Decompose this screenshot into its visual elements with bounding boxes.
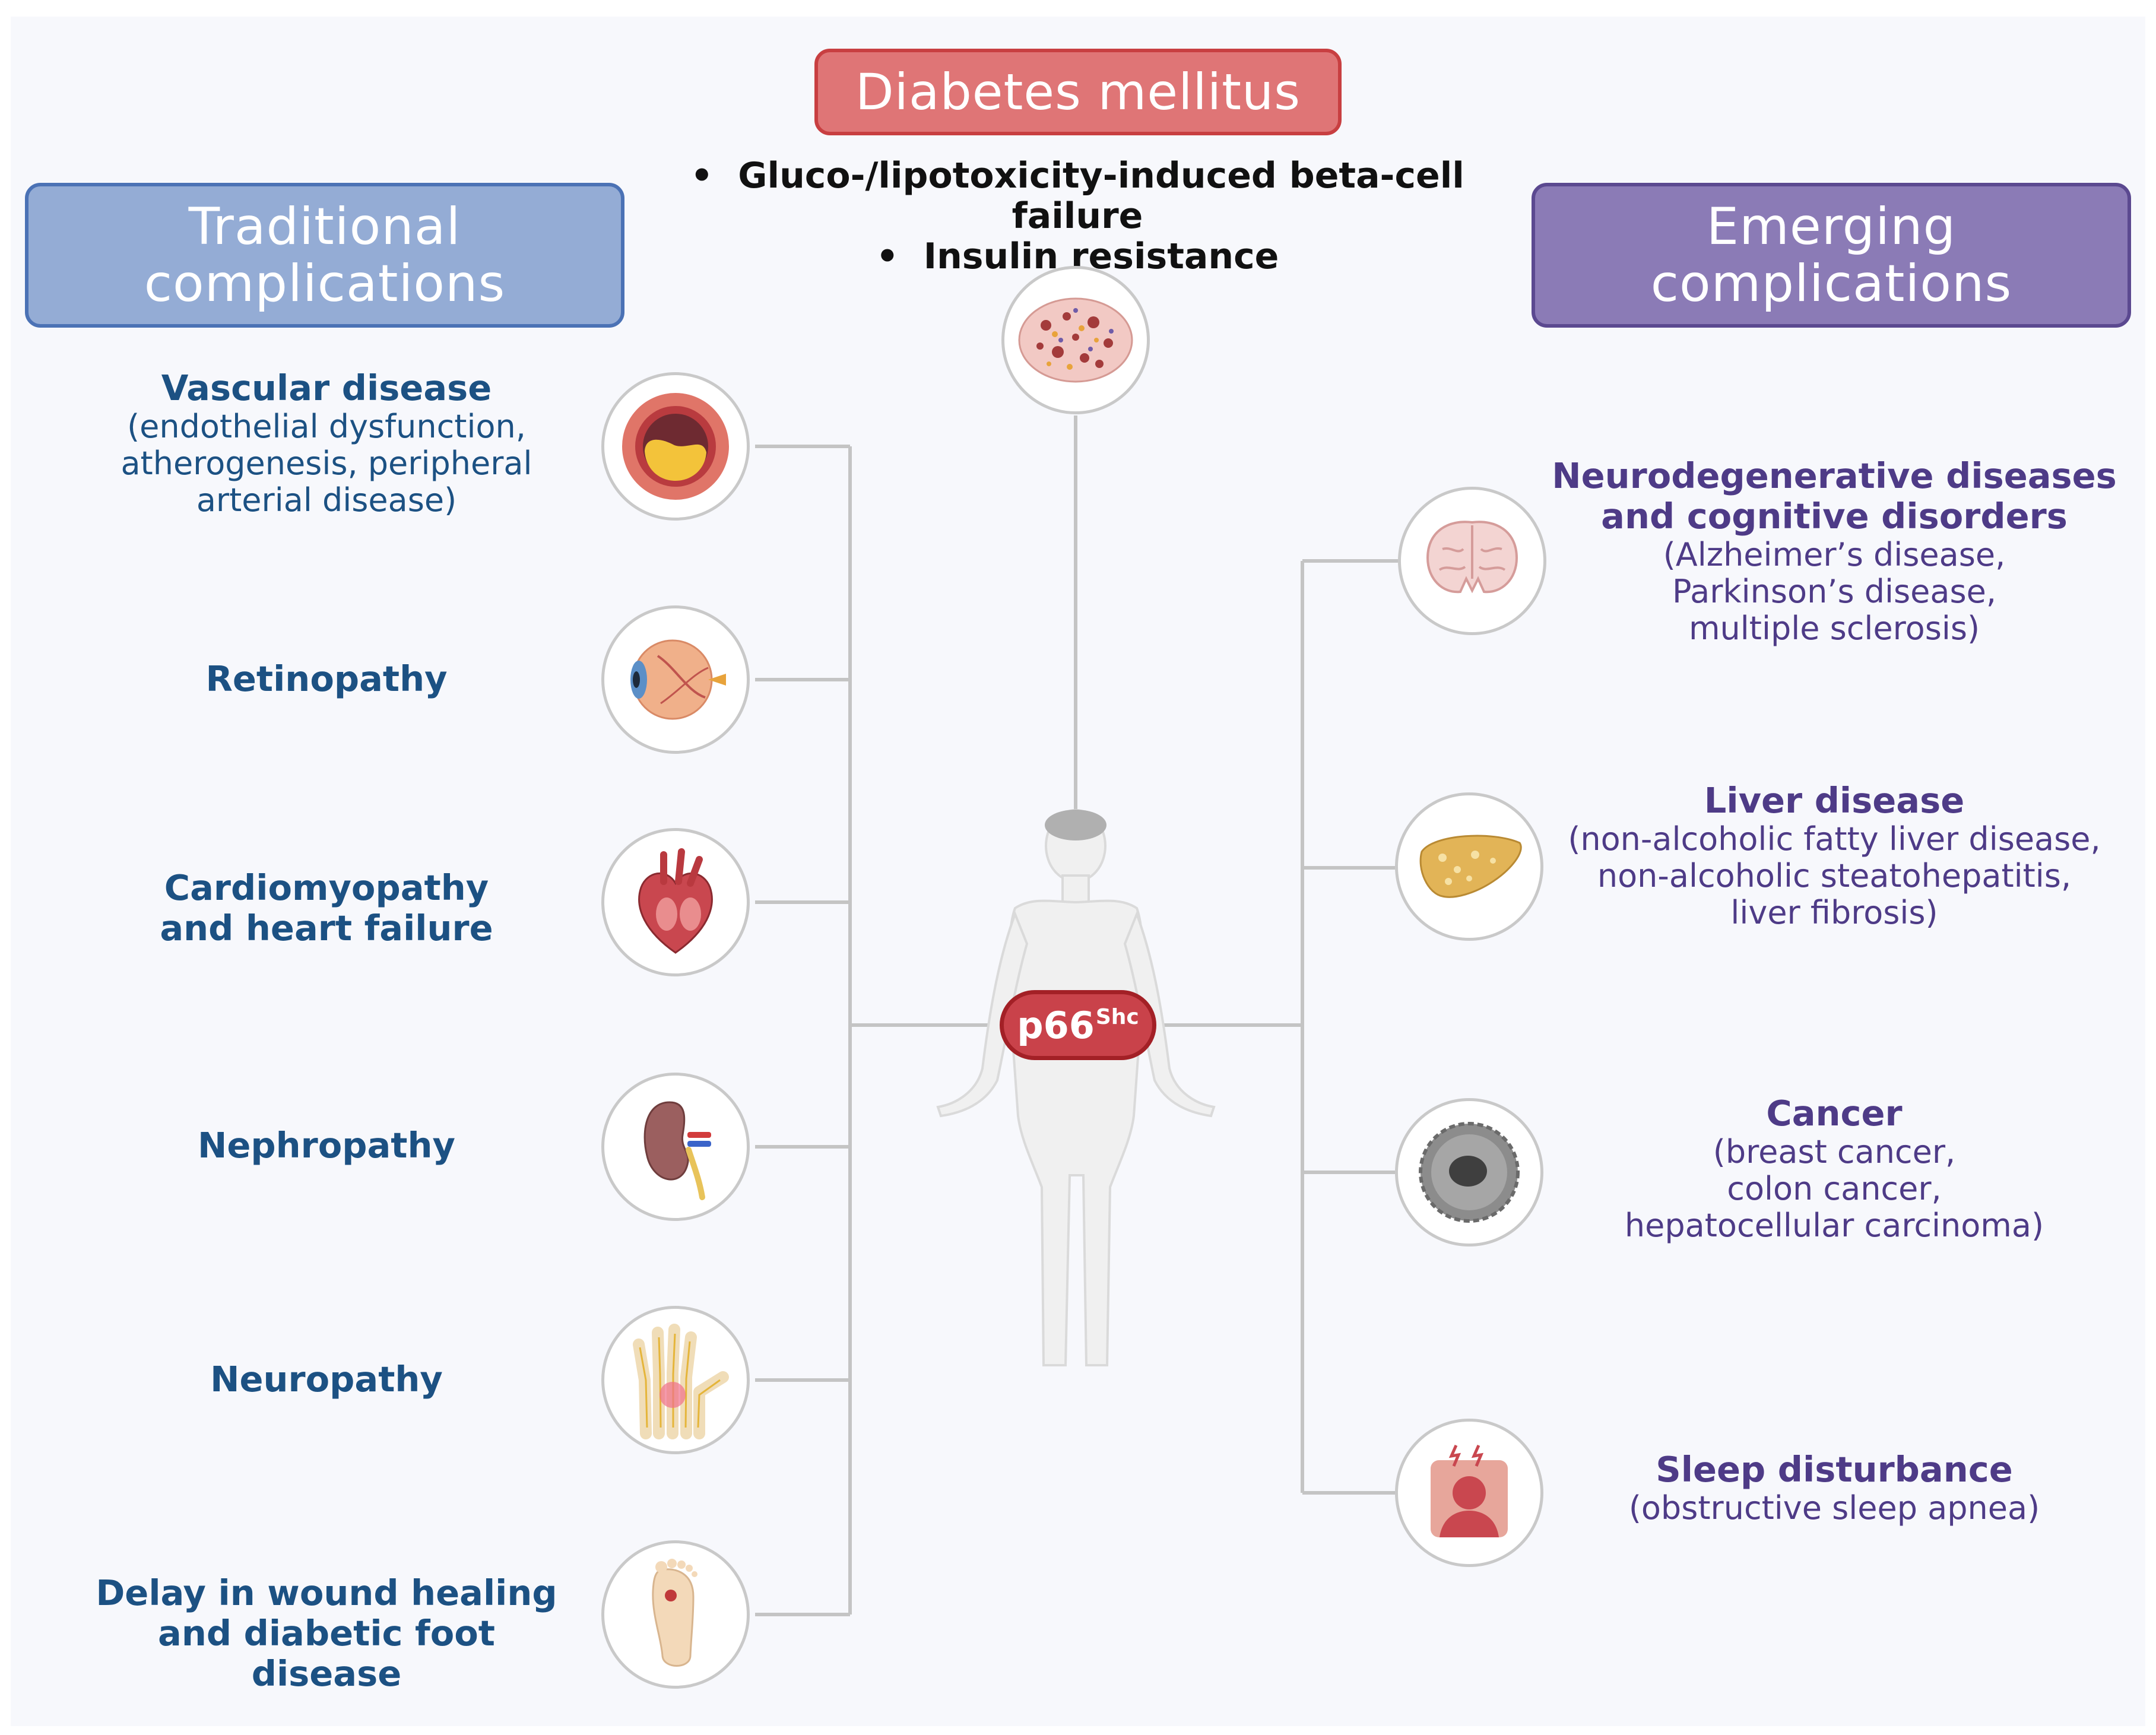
vascular-disease-label: Vascular disease (endothelial dysfunctio… xyxy=(83,368,570,519)
retinopathy-label: Retinopathy xyxy=(83,659,570,699)
traditional-complications-box: Traditional complications xyxy=(25,183,624,328)
label-subtitle: (non-alcoholic fatty liver disease, non-… xyxy=(1568,820,2101,931)
diabetes-title: Diabetes mellitus xyxy=(855,62,1301,121)
p66-label: p66 xyxy=(1017,1003,1095,1047)
label-title: Delay in wound healing and diabetic foot… xyxy=(96,1572,557,1694)
artery-cross-section-icon xyxy=(622,393,729,500)
sleep-person-icon xyxy=(1431,1444,1508,1537)
nephropathy-circle xyxy=(601,1073,750,1221)
sleep-disturbance-circle xyxy=(1395,1419,1543,1567)
label-subtitle: (Alzheimer’s disease, Parkinson’s diseas… xyxy=(1663,536,2006,647)
liver-disease-label: Liver disease (non-alcoholic fatty liver… xyxy=(1543,781,2125,931)
wound-healing-label: Delay in wound healing and diabetic foot… xyxy=(83,1573,570,1694)
label-title: Cardiomyopathy and heart failure xyxy=(160,867,493,949)
diabetes-title-box: Diabetes mellitus xyxy=(814,49,1342,135)
emerging-complications-title: Emerging complications xyxy=(1650,196,2012,313)
cancer-circle xyxy=(1395,1098,1543,1246)
label-subtitle: (endothelial dysfunction, atherogenesis,… xyxy=(121,408,532,519)
brain-icon xyxy=(1426,521,1518,594)
mechanism-bullet: Gluco-/lipotoxicity-induced beta-cell fa… xyxy=(683,156,1472,236)
hand-nerves-icon xyxy=(633,1324,729,1439)
label-title: Cancer xyxy=(1766,1093,1903,1134)
label-title: Sleep disturbance xyxy=(1656,1449,2013,1490)
label-title: Neuropathy xyxy=(210,1359,443,1400)
human-silhouette-icon xyxy=(936,809,1216,1366)
label-title: Vascular disease xyxy=(161,367,492,408)
label-subtitle: (breast cancer, colon cancer, hepatocell… xyxy=(1624,1133,2044,1244)
neurodegenerative-circle xyxy=(1398,487,1546,635)
shc-superscript: Shc xyxy=(1095,1004,1139,1029)
tumor-cell-icon xyxy=(1419,1122,1520,1223)
neurodegenerative-label: Neurodegenerative diseases and cognitive… xyxy=(1543,456,2125,647)
sleep-disturbance-label: Sleep disturbance (obstructive sleep apn… xyxy=(1543,1449,2125,1527)
diabetes-mechanisms: Gluco-/lipotoxicity-induced beta-cell fa… xyxy=(683,156,1472,277)
label-title: Neurodegenerative diseases and cognitive… xyxy=(1552,455,2117,537)
heart-icon xyxy=(638,848,713,954)
retinopathy-circle xyxy=(601,605,750,754)
label-title: Nephropathy xyxy=(198,1125,455,1166)
islet-circle xyxy=(1001,266,1150,414)
wound-healing-circle xyxy=(601,1540,750,1689)
label-subtitle: (obstructive sleep apnea) xyxy=(1628,1489,2040,1527)
label-title: Retinopathy xyxy=(205,658,448,699)
neuropathy-label: Neuropathy xyxy=(83,1359,570,1400)
pancreatic-islet-icon xyxy=(1018,297,1133,383)
cardiomyopathy-circle xyxy=(601,828,750,976)
liver-icon xyxy=(1419,835,1522,898)
neuropathy-circle xyxy=(601,1306,750,1454)
cancer-label: Cancer (breast cancer, colon cancer, hep… xyxy=(1543,1093,2125,1244)
traditional-complications-title: Traditional complications xyxy=(144,196,506,313)
foot-ulcer-icon xyxy=(652,1559,697,1667)
cardiomyopathy-label: Cardiomyopathy and heart failure xyxy=(83,868,570,949)
liver-disease-circle xyxy=(1395,792,1543,941)
nephropathy-label: Nephropathy xyxy=(83,1125,570,1166)
eye-icon xyxy=(630,639,726,720)
kidney-icon xyxy=(643,1101,711,1200)
emerging-complications-box: Emerging complications xyxy=(1532,183,2131,328)
vascular-disease-circle xyxy=(601,372,750,521)
label-title: Liver disease xyxy=(1704,780,1965,821)
